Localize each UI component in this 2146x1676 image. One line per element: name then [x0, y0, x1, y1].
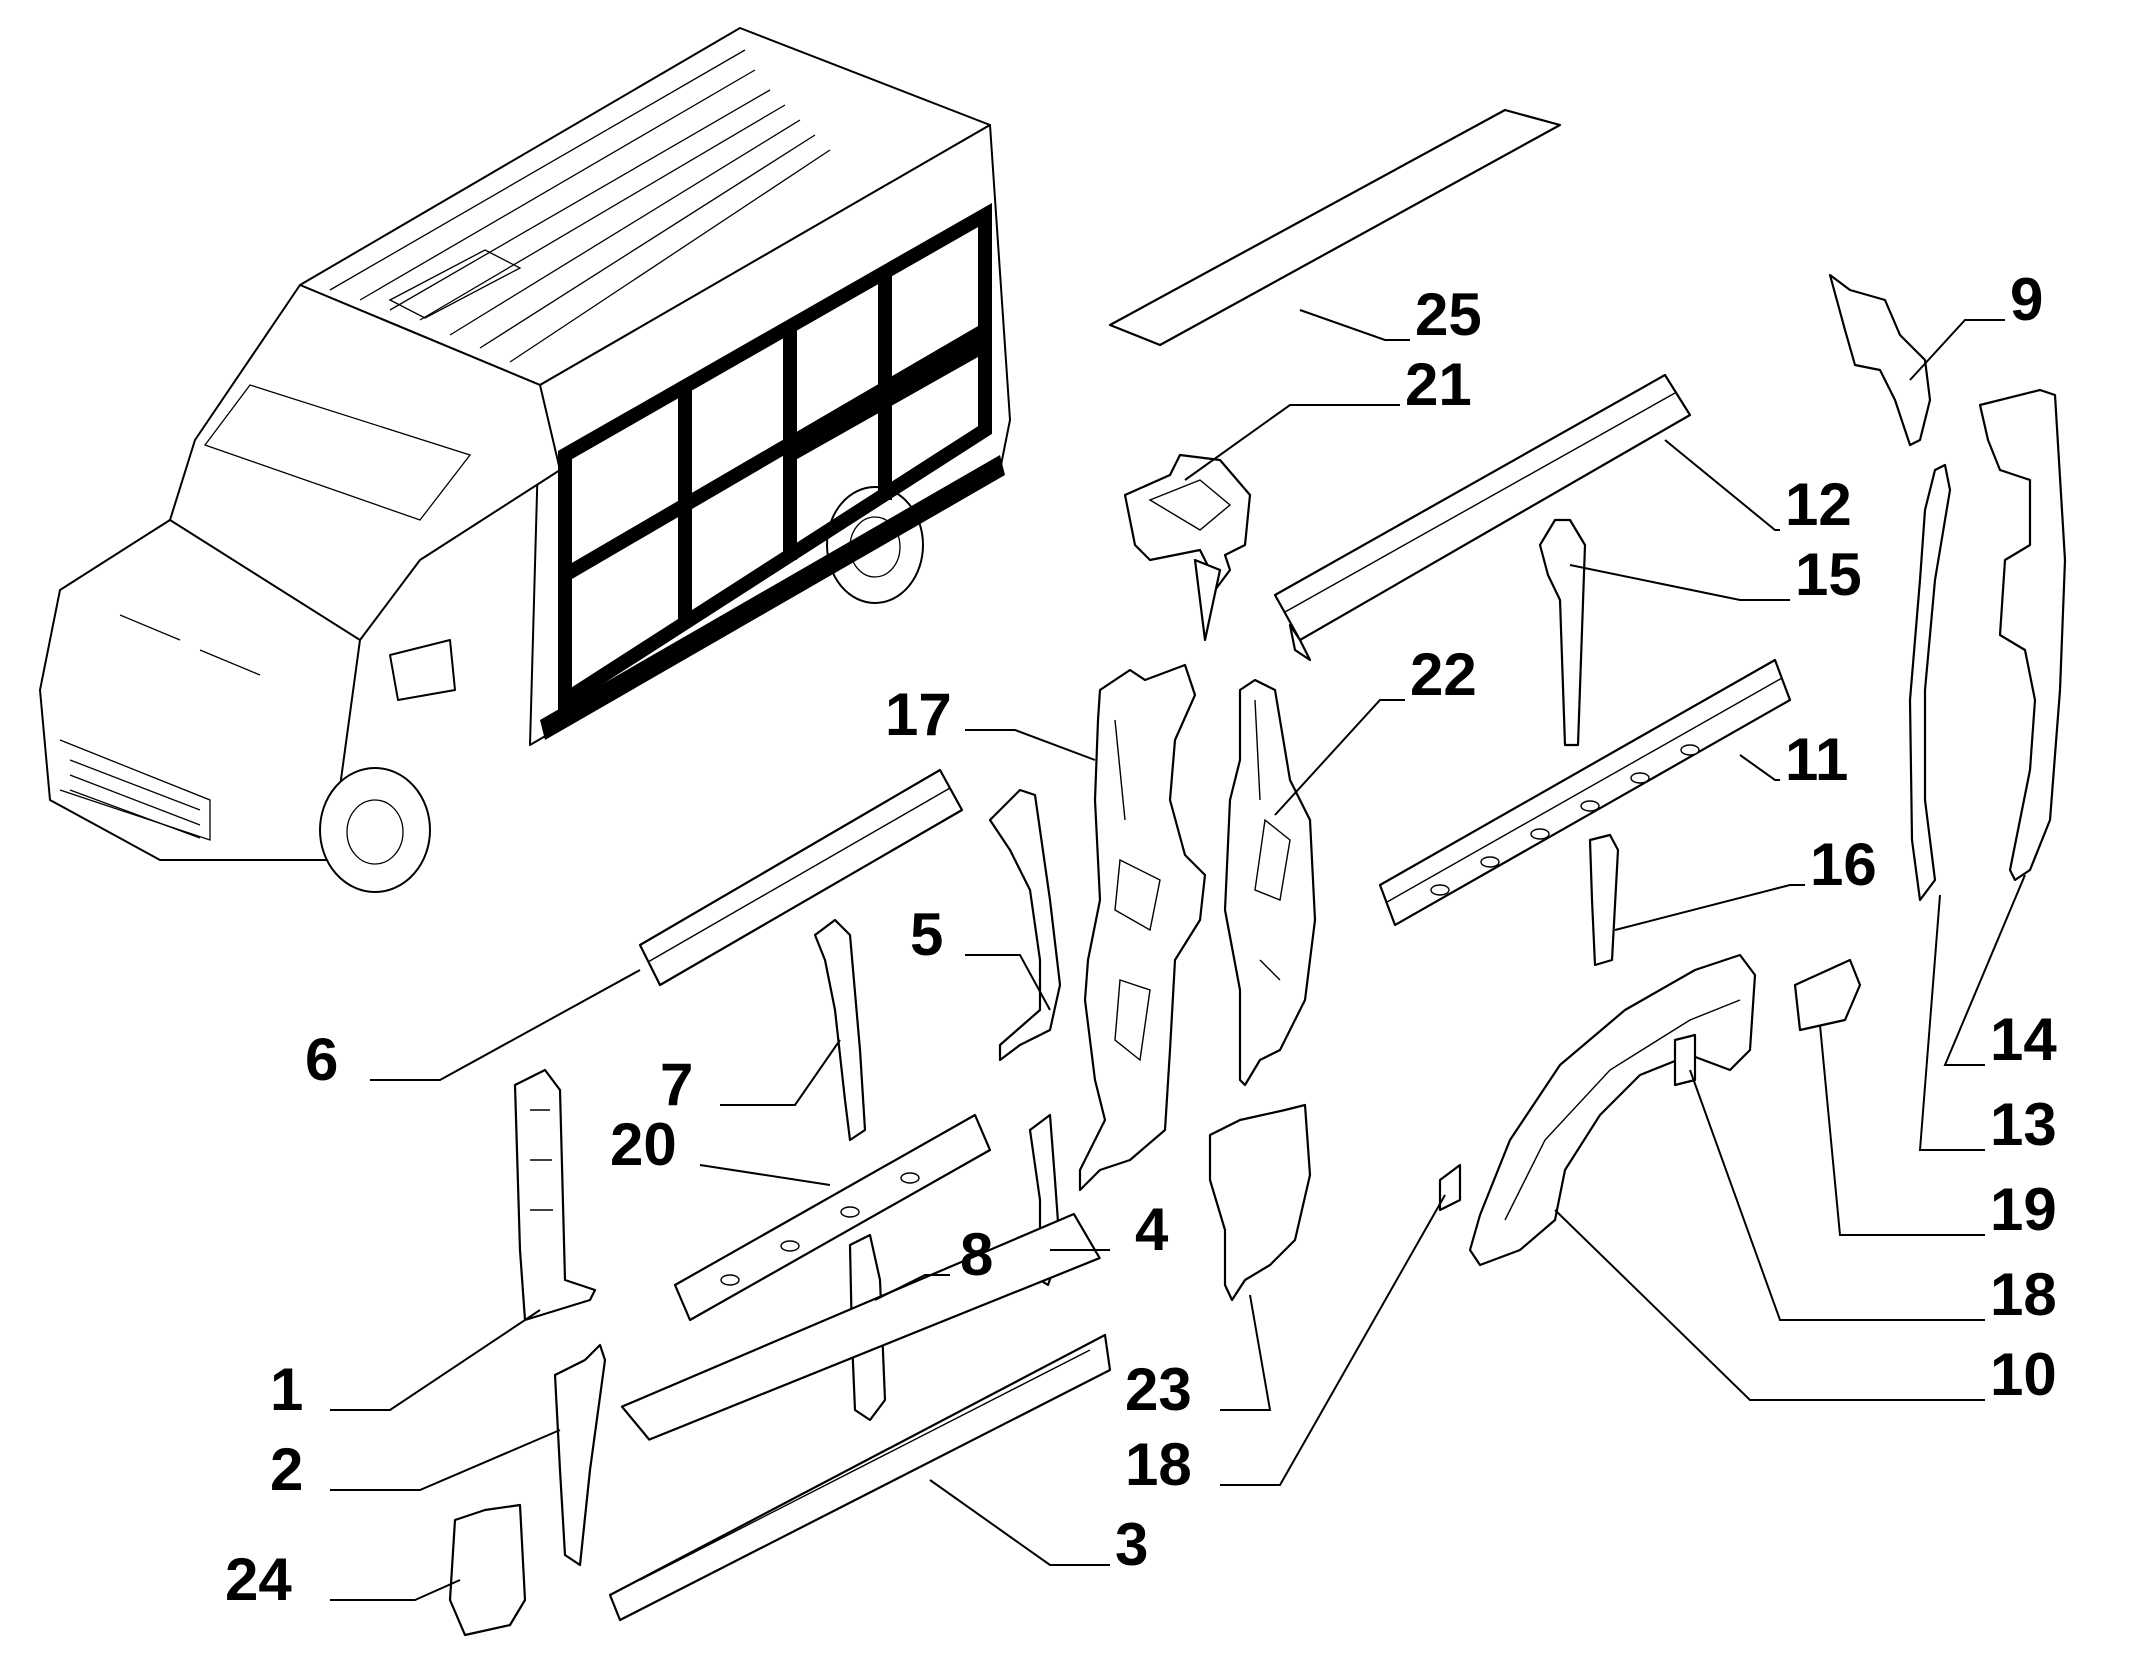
part-18-small-plate-b — [1438, 1163, 1462, 1212]
callout-labels: 25 21 9 12 15 22 17 11 16 5 6 7 20 4 8 1… — [225, 266, 2057, 1613]
part-10-wheel-arch — [1468, 953, 1757, 1267]
part-22-side-piece — [1223, 678, 1317, 1087]
callout-2: 2 — [270, 1436, 303, 1503]
callout-22: 22 — [1410, 641, 1477, 708]
part-12-upper-rail — [1273, 373, 1692, 642]
part-9-corner-piece — [1828, 273, 1932, 447]
part-24-bracket — [448, 1503, 527, 1637]
parts — [448, 108, 2067, 1637]
part-5-bracket — [988, 788, 1062, 1062]
part-15-pillar — [1538, 518, 1587, 747]
callout-18-right: 18 — [1990, 1261, 2057, 1328]
callout-8: 8 — [960, 1221, 993, 1288]
callout-12: 12 — [1785, 471, 1852, 538]
part-3-sill — [620, 1212, 1101, 1441]
part-25-roof-panel — [1108, 108, 1562, 347]
callout-7: 7 — [660, 1051, 693, 1118]
callout-14: 14 — [1990, 1006, 2057, 1073]
part-19-patch — [1793, 958, 1862, 1032]
callout-17: 17 — [885, 681, 952, 748]
callout-20: 20 — [610, 1111, 677, 1178]
callout-23: 23 — [1125, 1356, 1192, 1423]
callout-4: 4 — [1135, 1196, 1169, 1263]
callout-3: 3 — [1115, 1511, 1148, 1578]
part-1-pillar — [513, 1068, 597, 1322]
callout-6: 6 — [305, 1026, 338, 1093]
callout-18-lower: 18 — [1125, 1431, 1192, 1498]
part-16-small-pillar — [1588, 833, 1620, 967]
callout-5: 5 — [910, 901, 943, 968]
callout-9: 9 — [2010, 266, 2043, 333]
part-14-rear-pillar — [1978, 388, 2067, 882]
callout-10: 10 — [1990, 1341, 2057, 1408]
part-2-small-pillar — [553, 1343, 607, 1567]
callout-13: 13 — [1990, 1091, 2057, 1158]
callout-11: 11 — [1785, 726, 1848, 793]
callout-15: 15 — [1795, 541, 1862, 608]
van-illustration — [39, 27, 1011, 893]
part-23-bracket — [1208, 1103, 1312, 1302]
callout-21: 21 — [1405, 351, 1472, 418]
part-6-rail — [638, 768, 964, 987]
part-20-rail — [673, 1113, 992, 1322]
leader-lines — [330, 309, 2026, 1601]
callout-1: 1 — [270, 1356, 303, 1423]
part-13-tall-pillar — [1908, 463, 1952, 902]
part-7-pillar — [813, 918, 867, 1142]
part-17-large-pillar — [1078, 663, 1207, 1192]
callout-24: 24 — [225, 1546, 292, 1613]
callout-19: 19 — [1990, 1176, 2057, 1243]
callout-16: 16 — [1810, 831, 1877, 898]
callout-25: 25 — [1415, 281, 1482, 348]
